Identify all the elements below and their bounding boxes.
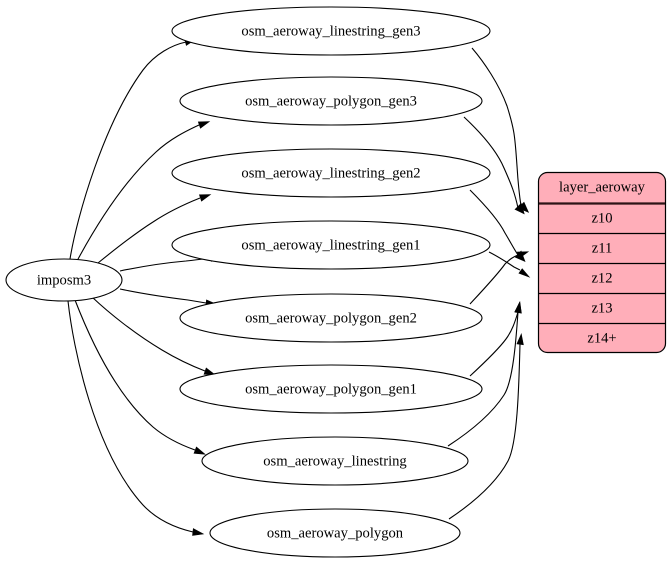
node-osm_aeroway_polygon_gen3-label: osm_aeroway_polygon_gen3 <box>245 93 417 109</box>
node-imposm3-shape[interactable] <box>5 258 123 302</box>
node-osm_aeroway_linestring_gen1-shape[interactable] <box>171 220 491 270</box>
node-osm_aeroway_linestring_gen1-label: osm_aeroway_linestring_gen1 <box>241 237 420 253</box>
node-osm_aeroway_polygon_gen2-label: osm_aeroway_polygon_gen2 <box>245 310 417 326</box>
layer_aeroway-header-label: layer_aeroway <box>559 179 646 195</box>
node-osm_aeroway_linestring_gen2-label: osm_aeroway_linestring_gen2 <box>241 165 420 181</box>
edge-imposm3-to-polygon-gen2 <box>119 288 218 307</box>
node-osm_aeroway_polygon[interactable]: osm_aeroway_polygon <box>209 508 461 558</box>
edge-imposm3-to-polygon-gen1 <box>91 296 216 376</box>
node-osm_aeroway_linestring_gen3-shape[interactable] <box>171 6 491 56</box>
edge-group-to-layer-aeroway <box>447 47 531 520</box>
layer_aeroway-row-z14-plus[interactable]: z14+ <box>587 330 616 346</box>
edge-imposm3-to-linestring-gen3 <box>69 38 197 260</box>
edge-linestring-gen1-to-z12 <box>488 251 531 278</box>
node-imposm3-label: imposm3 <box>37 272 91 288</box>
node-osm_aeroway_polygon_gen3-shape[interactable] <box>179 76 483 126</box>
node-osm_aeroway_linestring_gen3[interactable]: osm_aeroway_linestring_gen3 <box>171 6 491 56</box>
node-osm_aeroway_polygon_gen1-label: osm_aeroway_polygon_gen1 <box>245 381 417 397</box>
node-osm_aeroway_polygon-shape[interactable] <box>209 508 461 558</box>
layer_aeroway-row-z10[interactable]: z10 <box>591 210 612 226</box>
node-osm_aeroway_linestring-shape[interactable] <box>201 436 469 486</box>
edge-polygon-gen2-to-z11 <box>469 251 530 305</box>
node-osm_aeroway_linestring-label: osm_aeroway_linestring <box>263 453 407 469</box>
node-osm_aeroway_linestring_gen2[interactable]: osm_aeroway_linestring_gen2 <box>171 148 491 198</box>
node-osm_aeroway_linestring_gen1[interactable]: osm_aeroway_linestring_gen1 <box>171 220 491 270</box>
layer_aeroway-row-z12[interactable]: z12 <box>591 270 612 286</box>
node-osm_aeroway_polygon_gen1[interactable]: osm_aeroway_polygon_gen1 <box>179 364 483 414</box>
node-osm_aeroway_linestring[interactable]: osm_aeroway_linestring <box>201 436 469 486</box>
layer_aeroway-row-z13[interactable]: z13 <box>591 300 612 316</box>
node-osm_aeroway_polygon_gen2[interactable]: osm_aeroway_polygon_gen2 <box>179 293 483 343</box>
edge-linestring-gen3-to-z10 <box>471 47 530 213</box>
edge-polygon-gen3-to-z10 <box>463 116 525 215</box>
layer_aeroway-body[interactable] <box>537 171 667 354</box>
edge-imposm3-to-linestring <box>74 299 206 455</box>
node-osm_aeroway_linestring_gen3-label: osm_aeroway_linestring_gen3 <box>241 23 420 39</box>
node-imposm3[interactable]: imposm3 <box>5 258 123 302</box>
edge-imposm3-to-polygon <box>67 300 205 536</box>
layer_aeroway-row-z11[interactable]: z11 <box>592 240 613 256</box>
edge-polygon-to-z14 <box>448 333 524 520</box>
node-layer_aeroway[interactable]: layer_aeroway z10 z11 z12 z13 z14+ <box>537 171 667 354</box>
edge-imposm3-to-polygon-gen3 <box>76 121 211 262</box>
node-osm_aeroway_polygon-label: osm_aeroway_polygon <box>267 525 404 541</box>
node-osm_aeroway_linestring_gen2-shape[interactable] <box>171 148 491 198</box>
node-osm_aeroway_polygon_gen2-shape[interactable] <box>179 293 483 343</box>
node-osm_aeroway_polygon_gen3[interactable]: osm_aeroway_polygon_gen3 <box>179 76 483 126</box>
edge-imposm3-to-linestring-gen2 <box>97 194 212 264</box>
node-osm_aeroway_polygon_gen1-shape[interactable] <box>179 364 483 414</box>
edge-linestring-to-z13 <box>447 301 522 447</box>
